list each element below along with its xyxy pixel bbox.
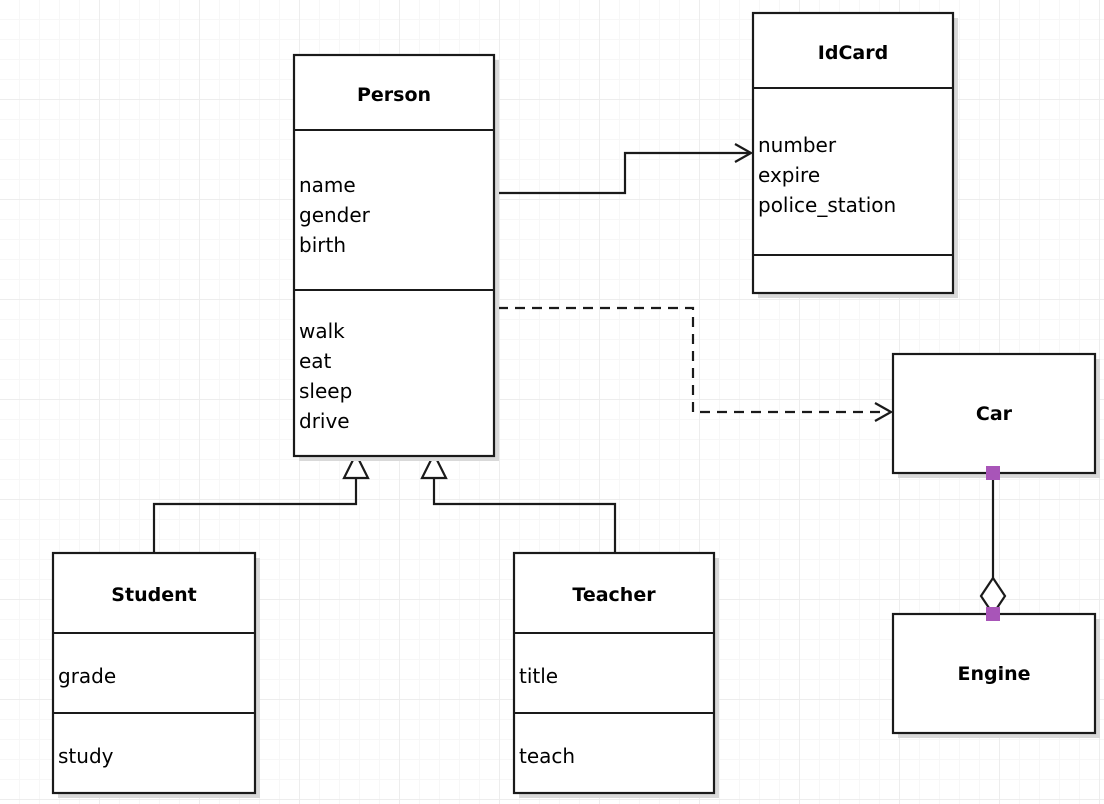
dependency-line[interactable] <box>498 306 887 414</box>
open-arrowhead-icon <box>734 143 754 163</box>
edge-endpoint-handle[interactable] <box>986 466 1000 480</box>
class-name: Person <box>357 84 431 106</box>
generalization-line[interactable] <box>432 474 617 553</box>
relationship-student-person[interactable] <box>152 451 370 553</box>
attribute-item: name <box>299 173 356 197</box>
class-teacher[interactable]: Teacher title teach <box>512 551 719 798</box>
operation-item: drive <box>299 409 350 433</box>
operation-item: teach <box>519 744 575 768</box>
attribute-item: birth <box>299 233 346 257</box>
class-person[interactable]: Person name gender birth walk eat sleep … <box>292 53 499 461</box>
class-box[interactable] <box>891 352 1097 475</box>
relationship-car-engine[interactable] <box>979 473 1007 616</box>
relationship-layer <box>152 143 1007 616</box>
attribute-item: police_station <box>758 193 896 217</box>
class-engine[interactable]: Engine <box>891 612 1100 738</box>
class-box[interactable] <box>51 551 257 795</box>
hollow-triangle-icon <box>342 451 370 480</box>
operation-item: walk <box>299 319 345 343</box>
attribute-item: grade <box>58 664 116 688</box>
relationship-teacher-person[interactable] <box>420 451 617 553</box>
relationship-person-idcard[interactable] <box>494 143 754 195</box>
attribute-item: title <box>519 664 558 688</box>
operation-item: eat <box>299 349 332 373</box>
attribute-item: gender <box>299 203 371 227</box>
class-box[interactable] <box>891 612 1097 735</box>
class-name: Teacher <box>572 584 656 606</box>
class-name: Engine <box>957 663 1030 685</box>
edge-endpoint-handle[interactable] <box>986 607 1000 621</box>
class-name: Car <box>976 403 1013 425</box>
operation-item: sleep <box>299 379 352 403</box>
open-arrowhead-icon <box>874 402 894 422</box>
class-box[interactable] <box>292 53 496 458</box>
hollow-triangle-icon <box>420 451 448 480</box>
attribute-item: number <box>758 133 837 157</box>
association-line[interactable] <box>494 151 749 195</box>
operation-item: study <box>58 744 114 768</box>
class-box[interactable] <box>512 551 716 795</box>
class-box[interactable] <box>751 11 955 295</box>
attribute-item: expire <box>758 163 820 187</box>
class-name: IdCard <box>818 42 888 64</box>
class-student[interactable]: Student grade study <box>51 551 260 798</box>
relationship-person-car[interactable] <box>498 306 894 422</box>
class-name: Student <box>111 584 196 606</box>
class-car[interactable]: Car <box>891 352 1100 478</box>
class-idcard[interactable]: IdCard number expire police_station <box>751 11 958 298</box>
selection-handles[interactable] <box>986 466 1000 621</box>
generalization-line[interactable] <box>152 474 358 553</box>
